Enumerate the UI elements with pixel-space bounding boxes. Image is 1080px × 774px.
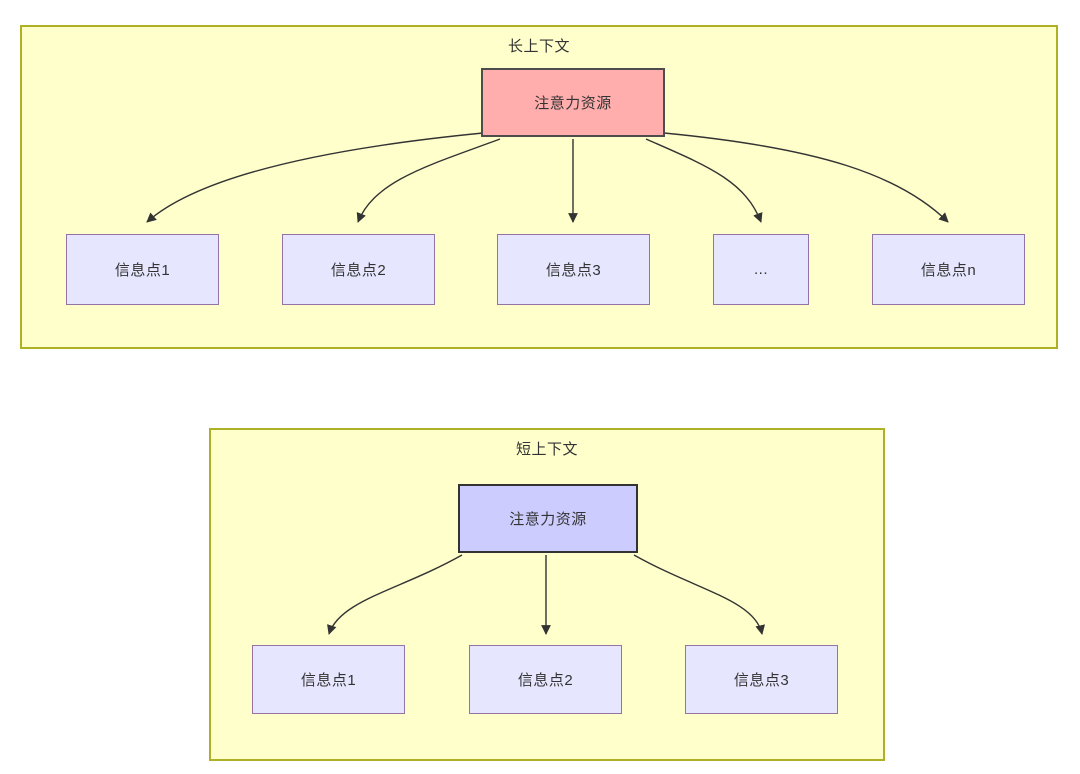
node-label: 注意力资源 xyxy=(534,95,612,112)
node-short-info-point-1[interactable]: 信息点1 xyxy=(252,645,405,714)
node-long-info-point-ellipsis[interactable]: ... xyxy=(713,234,809,305)
node-long-info-point-1[interactable]: 信息点1 xyxy=(66,234,219,305)
node-long-info-point-2[interactable]: 信息点2 xyxy=(282,234,435,305)
node-label: 信息点n xyxy=(920,262,977,279)
node-label: 信息点3 xyxy=(545,262,602,279)
node-label: ... xyxy=(753,261,768,278)
node-long-info-point-n[interactable]: 信息点n xyxy=(872,234,1025,305)
group-short-context-title: 短上下文 xyxy=(515,441,578,458)
node-label: 信息点3 xyxy=(733,672,790,689)
node-label: 信息点1 xyxy=(114,262,171,279)
node-label: 信息点1 xyxy=(300,672,357,689)
node-label: 信息点2 xyxy=(517,672,574,689)
node-label: 注意力资源 xyxy=(509,511,587,528)
node-long-attention-resource[interactable]: 注意力资源 xyxy=(481,68,665,137)
node-long-info-point-3[interactable]: 信息点3 xyxy=(497,234,650,305)
group-long-context-title: 长上下文 xyxy=(507,38,570,55)
node-label: 信息点2 xyxy=(330,262,387,279)
node-short-info-point-3[interactable]: 信息点3 xyxy=(685,645,838,714)
node-short-attention-resource[interactable]: 注意力资源 xyxy=(458,484,638,553)
node-short-info-point-2[interactable]: 信息点2 xyxy=(469,645,622,714)
